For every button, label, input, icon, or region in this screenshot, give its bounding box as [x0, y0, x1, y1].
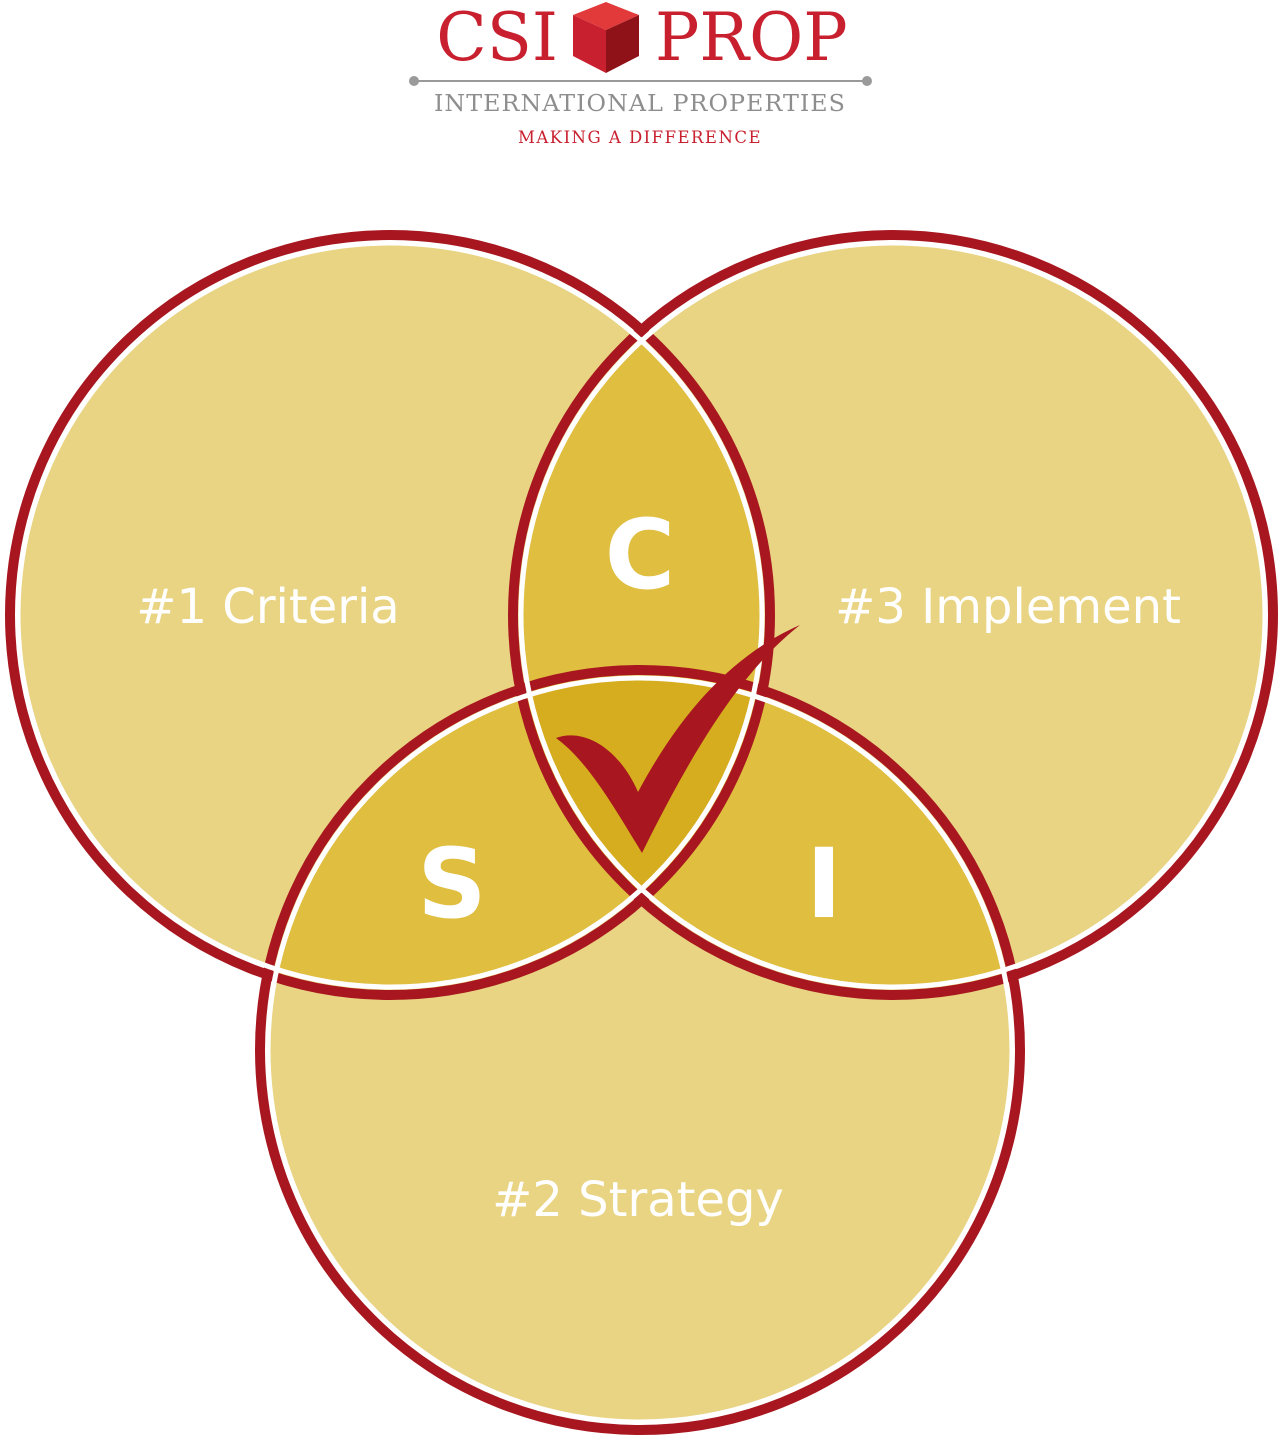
logo-subtitle: INTERNATIONAL PROPERTIES [434, 91, 846, 117]
logo-word-csi: CSI [436, 0, 558, 76]
label-implement: #3 Implement [835, 579, 1181, 635]
overlap-implement-strategy [523, 680, 1010, 985]
cube-icon [573, 2, 639, 73]
checkmark-icon [556, 625, 800, 853]
logo-word-prop: PROP [655, 0, 848, 76]
label-criteria: #1 Criteria [136, 579, 399, 635]
logo-tagline: MAKING A DIFFERENCE [518, 128, 762, 148]
letter-i: I [806, 828, 842, 940]
letter-c: C [605, 499, 675, 611]
logo: CSI PROP INTERNATIONAL PROPERTIES MAKING… [409, 0, 872, 148]
overlap-criteria-strategy [270, 680, 760, 985]
logo-divider [409, 76, 872, 86]
label-strategy: #2 Strategy [492, 1172, 784, 1228]
circle-outlines [5, 230, 1278, 1435]
letter-s: S [417, 828, 486, 940]
